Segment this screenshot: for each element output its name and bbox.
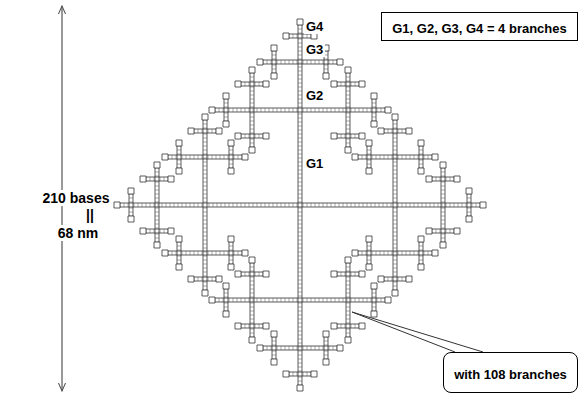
generation-label: G1 xyxy=(304,157,325,172)
generation-label: G2 xyxy=(304,89,325,104)
dimension-label: || xyxy=(84,207,96,223)
callout-tail xyxy=(352,312,483,352)
legend-box: G1, G2, G3, G4 = 4 branches xyxy=(381,12,578,41)
dimension-label: 210 bases xyxy=(41,190,112,206)
box-text: G1, G2, G3, G4 = 4 branches xyxy=(392,22,567,37)
generation-label: G4 xyxy=(304,20,325,35)
dna-strands xyxy=(117,22,483,388)
generation-label: G3 xyxy=(304,43,325,58)
callout-box: with 108 branches xyxy=(443,352,578,393)
base-pair-ticks xyxy=(120,25,480,385)
box-text: with 108 branches xyxy=(454,368,567,383)
dimension-label: 68 nm xyxy=(56,225,100,241)
terminal-units xyxy=(114,19,486,391)
